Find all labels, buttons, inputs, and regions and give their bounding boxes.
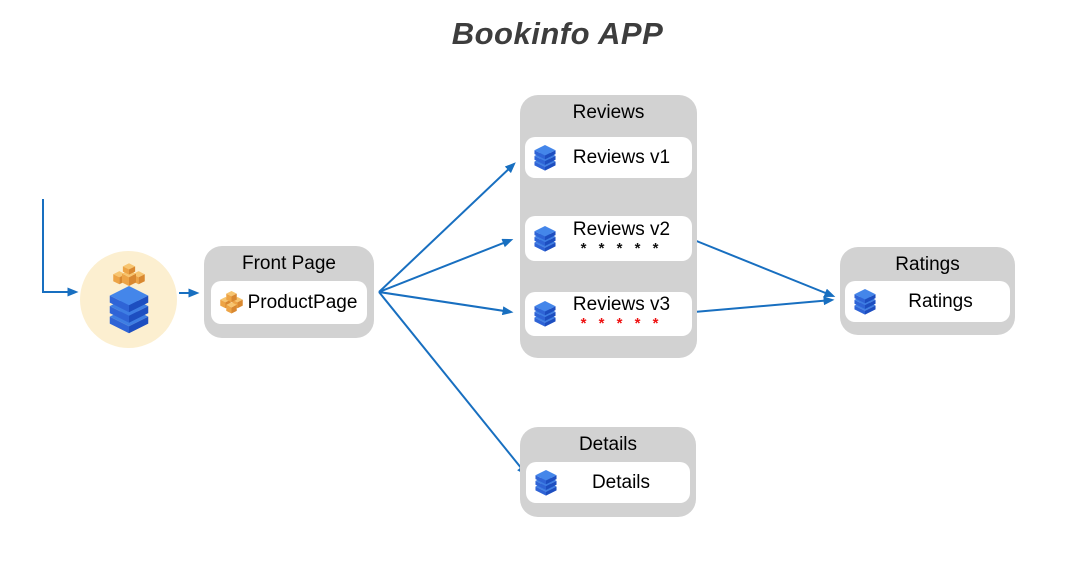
group-front-page-label: Front Page: [242, 253, 336, 274]
service-ratings-label: Ratings: [908, 290, 973, 312]
service-reviews-v2: Reviews v2 * * * * *: [525, 216, 692, 261]
service-details-label: Details: [591, 471, 651, 493]
edge-productpage-reviews-v3: [378, 291, 514, 316]
group-ratings: Ratings Ratings: [840, 247, 1015, 335]
user-workload-icon: [101, 262, 157, 338]
reviews-v2-stars: * * * * *: [580, 239, 663, 257]
group-reviews-label: Reviews: [572, 102, 645, 123]
edge-entry-user: [42, 199, 79, 297]
service-reviews-v1: Reviews v1: [525, 137, 692, 178]
group-reviews: Reviews Reviews v1 Reviews v2 * * * * * …: [520, 95, 697, 358]
edge-reviews-v3-ratings: [693, 296, 835, 313]
group-details-label: Details: [578, 434, 638, 455]
group-front-page: Front Page ProductPage: [204, 246, 374, 338]
layers-icon: [532, 145, 558, 171]
service-ratings: Ratings: [845, 281, 1010, 322]
service-details: Details: [526, 462, 690, 503]
layers-icon: [532, 301, 558, 327]
edge-reviews-v2-ratings: [693, 239, 836, 297]
service-reviews-v3-label: Reviews v3: [572, 294, 671, 316]
layers-icon: [533, 470, 559, 496]
edge-productpage-reviews-v1: [378, 162, 516, 293]
service-reviews-v3: Reviews v3 * * * * *: [525, 292, 692, 336]
reviews-v3-stars: * * * * *: [580, 315, 663, 333]
service-reviews-v2-label: Reviews v2: [572, 218, 671, 240]
cubes-icon: [218, 290, 245, 316]
group-ratings-label: Ratings: [895, 254, 960, 275]
edge-productpage-details: [378, 291, 528, 476]
user-node: [80, 251, 177, 348]
diagram-title: Bookinfo APP: [451, 16, 664, 51]
group-details: Details Details: [520, 427, 696, 517]
service-reviews-v1-label: Reviews v1: [572, 146, 671, 168]
layers-icon: [852, 289, 878, 315]
layers-icon: [532, 226, 558, 252]
service-productpage: ProductPage: [211, 281, 367, 324]
edge-productpage-reviews-v2: [378, 238, 514, 293]
service-productpage-label: ProductPage: [247, 291, 358, 313]
